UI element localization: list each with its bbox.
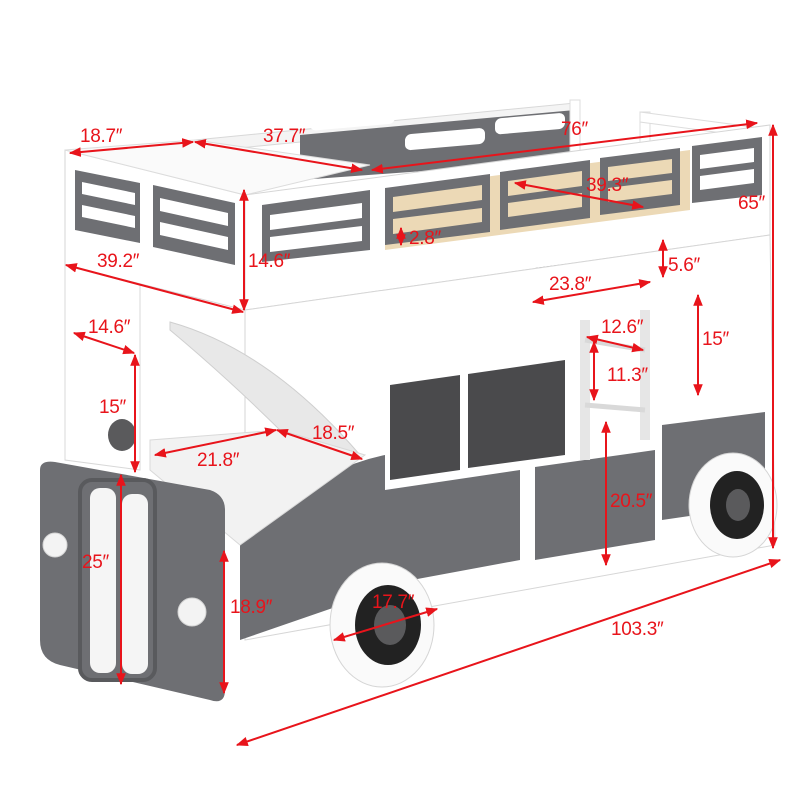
dim-side-window-height: 15″ — [702, 329, 729, 350]
dim-lower-clearance: 20.5″ — [610, 491, 653, 512]
dim-front-window-width: 14.6″ — [88, 317, 131, 338]
rear-wheel — [688, 452, 778, 558]
dim-front-panel-height: 18.9″ — [230, 597, 273, 618]
dim-overall-length-bottom: 103.3″ — [611, 619, 664, 640]
dim-top-rail-side-length: 37.7″ — [263, 126, 306, 147]
dim-lower-panel-width: 23.8″ — [549, 274, 592, 295]
dim-overall-height: 65″ — [738, 193, 765, 214]
dim-top-rail-end-width: 18.7″ — [80, 126, 123, 147]
dim-wheel-diameter: 17.7″ — [372, 592, 415, 613]
dim-mattress-length: 39.3″ — [586, 175, 629, 196]
dim-overall-length-top: 76″ — [561, 119, 588, 140]
front-grille — [40, 461, 225, 702]
dim-ladder-width: 12.6″ — [601, 317, 644, 338]
dimension-lines — [64, 119, 782, 747]
dim-slat-gap: 2.8″ — [409, 228, 441, 249]
dim-grille-height: 25″ — [82, 552, 109, 573]
dim-ladder-step-spacing: 11.3″ — [607, 365, 648, 386]
dim-hood-length: 18.5″ — [312, 423, 355, 444]
dim-lower-panel-height: 5.6″ — [668, 255, 700, 276]
dim-upper-bed-width: 39.2″ — [97, 251, 140, 272]
dim-front-window-height: 15″ — [99, 397, 126, 418]
dim-cab-width: 21.8″ — [197, 450, 240, 471]
dim-upper-guard-height: 14.6″ — [248, 251, 291, 272]
